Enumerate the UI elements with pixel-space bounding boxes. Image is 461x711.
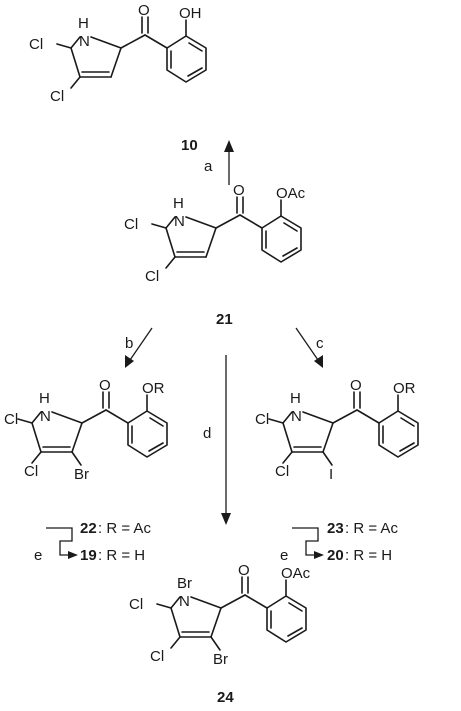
cl-5: Cl — [129, 596, 143, 613]
arrow-a: a — [204, 140, 234, 185]
compound-number-20: 20 — [327, 547, 344, 564]
cl-4: Cl — [145, 268, 159, 285]
label-19: : R = H — [98, 547, 145, 564]
compound-24: N Br O OAc Cl Cl Br 24 — [129, 562, 311, 706]
n-substituent: H — [173, 195, 184, 212]
compound-number-22: 22 — [80, 520, 97, 537]
label-23: : R = Ac — [345, 520, 398, 537]
compound-number: 10 — [181, 137, 198, 154]
compound-21: N H O OAc Cl Cl 21 — [124, 182, 306, 328]
reagent-e: e — [34, 547, 42, 564]
reagent-e: e — [280, 547, 288, 564]
n-substituent: H — [39, 390, 50, 407]
arrow-d: d — [203, 355, 231, 525]
pyrrole-n: N — [40, 408, 51, 425]
aryl-substituent: OR — [393, 380, 416, 397]
pyrrole-n: N — [174, 213, 185, 230]
cl-4: Cl — [50, 88, 64, 105]
arrow-b: b — [125, 327, 153, 368]
step-e-right: e 23 : R = Ac 20 : R = H — [280, 520, 398, 564]
aryl-substituent: OH — [179, 5, 202, 22]
label-20: : R = H — [345, 547, 392, 564]
carbonyl-o: O — [233, 182, 245, 199]
compound-10: N H O OH Cl Cl 10 — [29, 2, 207, 154]
pyrrole-n: N — [179, 593, 190, 610]
label-22: : R = Ac — [98, 520, 151, 537]
compound-number: 21 — [216, 311, 233, 328]
compound-iodo: N H O OR Cl Cl I — [255, 377, 419, 483]
br-3: Br — [213, 651, 228, 668]
cl-5: Cl — [4, 411, 18, 428]
n-substituent: H — [290, 390, 301, 407]
n-substituent: Br — [177, 575, 192, 592]
aryl-substituent: OAc — [276, 185, 306, 202]
compound-bromo: N H O OR Cl Cl Br — [4, 377, 168, 483]
n-substituent: H — [78, 15, 89, 32]
aryl-substituent: OR — [142, 380, 165, 397]
aryl-substituent: OAc — [281, 565, 311, 582]
carbonyl-o: O — [138, 2, 150, 19]
cl-4: Cl — [24, 463, 38, 480]
compound-number-23: 23 — [327, 520, 344, 537]
reagent-d: d — [203, 425, 211, 442]
cl-5: Cl — [255, 411, 269, 428]
cl-5: Cl — [124, 216, 138, 233]
carbonyl-o: O — [99, 377, 111, 394]
compound-number-19: 19 — [80, 547, 97, 564]
pyrrole-n: N — [291, 408, 302, 425]
i-3: I — [329, 466, 333, 483]
reagent-a: a — [204, 158, 213, 175]
br-3: Br — [74, 466, 89, 483]
cl-4: Cl — [275, 463, 289, 480]
cl-4: Cl — [150, 648, 164, 665]
pyrrole-n: N — [79, 33, 90, 50]
step-e-left: e 22 : R = Ac 19 : R = H — [34, 520, 151, 564]
reagent-b: b — [125, 335, 133, 352]
compound-number: 24 — [217, 689, 234, 706]
cl-5: Cl — [29, 36, 43, 53]
carbonyl-o: O — [350, 377, 362, 394]
reagent-c: c — [316, 335, 324, 352]
arrow-c: c — [295, 327, 324, 368]
carbonyl-o: O — [238, 562, 250, 579]
